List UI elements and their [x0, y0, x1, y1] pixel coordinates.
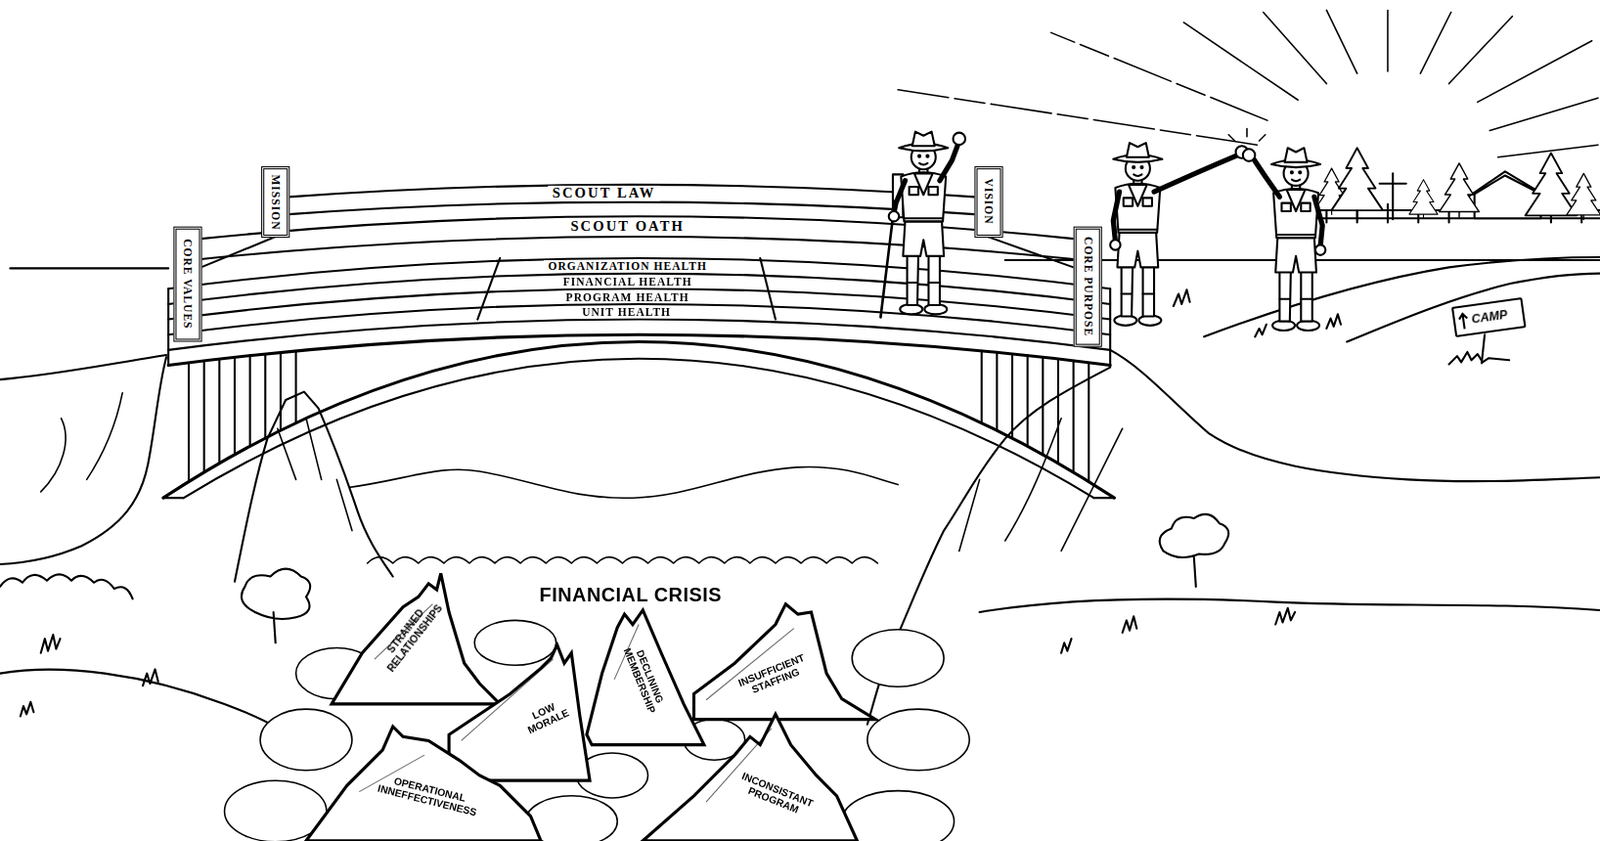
bridge-rail-band-text: SCOUT LAW — [552, 185, 657, 202]
problem-rock: INSUFFICIENT STAFFING — [689, 599, 880, 722]
problem-rock: OPERATIONAL INNEFFECTIVENESS — [302, 722, 545, 841]
problem-rock: STRAINED RELATIONSHIPS — [326, 569, 506, 708]
bridge — [163, 184, 1114, 498]
bridge-pillar-text: CORE PURPOSE — [1081, 236, 1093, 337]
deck-plank-band-text: UNIT HEALTH — [581, 305, 671, 318]
landscape — [0, 171, 1600, 756]
deck-plank-band: UNIT HEALTH — [577, 305, 675, 318]
bridge-rail-band: SCOUT LAW — [548, 185, 661, 202]
bridge-pillar-text: VISION — [982, 178, 994, 225]
bridge-pillar: CORE PURPOSE — [1073, 226, 1103, 348]
pine-trees — [1314, 147, 1600, 223]
bridge-pillar-text: CORE VALUES — [181, 238, 193, 329]
deck-plank-band: ORGANIZATION HEALTH — [543, 260, 712, 273]
bridge-rail-band-text: SCOUT OATH — [570, 218, 684, 235]
deck-plank-band: PROGRAM HEALTH — [561, 290, 693, 304]
problem-rock: INCONSISTANT PROGRAM — [638, 710, 861, 841]
deck-plank-band-text: PROGRAM HEALTH — [566, 290, 690, 304]
scouts — [880, 128, 1326, 331]
arrow-symbol — [1457, 310, 1470, 332]
bridge-pillar: VISION — [974, 166, 1003, 238]
camp-sign: CAMP — [1451, 297, 1527, 338]
problem-rock: LOW MORALE — [444, 640, 593, 784]
chasm-label: FINANCIAL CRISIS — [539, 583, 722, 607]
bridge-pillar: CORE VALUES — [173, 226, 202, 343]
sun-rays — [897, 9, 1599, 157]
problem-rock: DECLINING MEMBERSHIP — [583, 607, 709, 751]
deck-plank-band: FINANCIAL HEALTH — [558, 274, 696, 288]
bridge-rail-band: SCOUT OATH — [566, 218, 689, 235]
bridge-pillar: MISSION — [261, 166, 290, 238]
bridge-pillar-text: MISSION — [269, 174, 281, 230]
deck-plank-band-text: FINANCIAL HEALTH — [563, 274, 693, 288]
camp-sign-text: CAMP — [1454, 307, 1512, 330]
deck-plank-band-text: ORGANIZATION HEALTH — [547, 260, 707, 273]
